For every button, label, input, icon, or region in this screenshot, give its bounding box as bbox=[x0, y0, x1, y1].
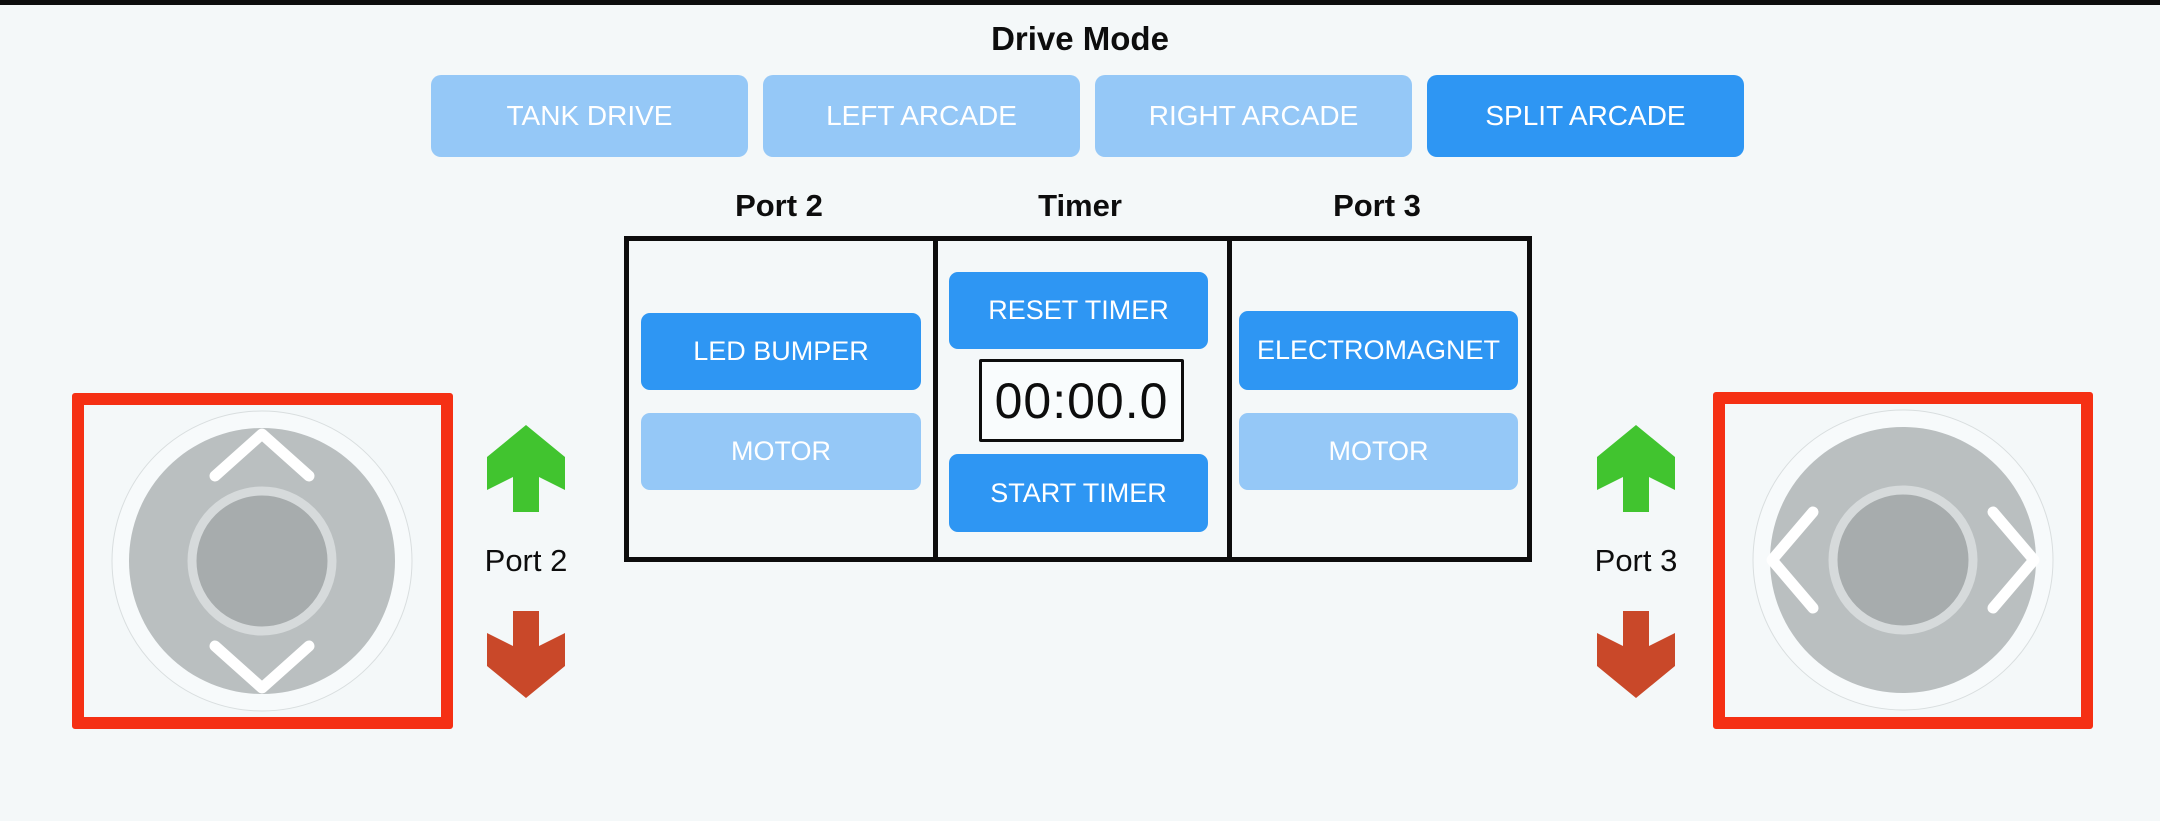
panel-divider bbox=[933, 241, 938, 557]
tank-drive-button[interactable]: TANK DRIVE bbox=[431, 75, 748, 157]
left-joystick-zone[interactable] bbox=[72, 393, 453, 729]
right-joystick[interactable] bbox=[1725, 404, 2081, 717]
port3-column-header: Port 3 bbox=[1333, 188, 1421, 223]
right-arcade-button[interactable]: RIGHT ARCADE bbox=[1095, 75, 1412, 157]
timer-display: 00:00.0 bbox=[979, 359, 1184, 442]
port3-up-arrow-icon bbox=[1597, 425, 1675, 512]
up-chevron-icon bbox=[209, 428, 315, 482]
right-joystick-zone[interactable] bbox=[1713, 392, 2093, 729]
port3-motor-button[interactable]: MOTOR bbox=[1239, 413, 1518, 490]
down-chevron-icon bbox=[209, 640, 315, 694]
port3-down-arrow-icon bbox=[1597, 611, 1675, 698]
split-arcade-button[interactable]: SPLIT ARCADE bbox=[1427, 75, 1744, 157]
left-arcade-button[interactable]: LEFT ARCADE bbox=[763, 75, 1080, 157]
electromagnet-button[interactable]: ELECTROMAGNET bbox=[1239, 311, 1518, 390]
left-joystick[interactable] bbox=[84, 405, 441, 717]
led-bumper-button[interactable]: LED BUMPER bbox=[641, 313, 921, 390]
start-timer-button[interactable]: START TIMER bbox=[949, 454, 1208, 532]
panel-divider bbox=[1227, 241, 1232, 557]
joystick-knob[interactable] bbox=[187, 486, 337, 636]
drive-mode-title: Drive Mode bbox=[991, 20, 1169, 57]
port2-column-header: Port 2 bbox=[735, 188, 823, 223]
left-chevron-icon bbox=[1766, 506, 1819, 614]
port3-joystick-label: Port 3 bbox=[1594, 543, 1678, 578]
device-panel: LED BUMPER MOTOR RESET TIMER 00:00.0 STA… bbox=[624, 236, 1532, 562]
port2-up-arrow-icon bbox=[487, 425, 565, 512]
timer-column-header: Timer bbox=[1038, 188, 1122, 223]
right-chevron-icon bbox=[1987, 506, 2040, 614]
port2-down-arrow-icon bbox=[487, 611, 565, 698]
joystick-knob[interactable] bbox=[1828, 485, 1978, 635]
reset-timer-button[interactable]: RESET TIMER bbox=[949, 272, 1208, 349]
port2-motor-button[interactable]: MOTOR bbox=[641, 413, 921, 490]
top-border-bar bbox=[0, 0, 2160, 5]
port2-joystick-label: Port 2 bbox=[484, 543, 568, 578]
